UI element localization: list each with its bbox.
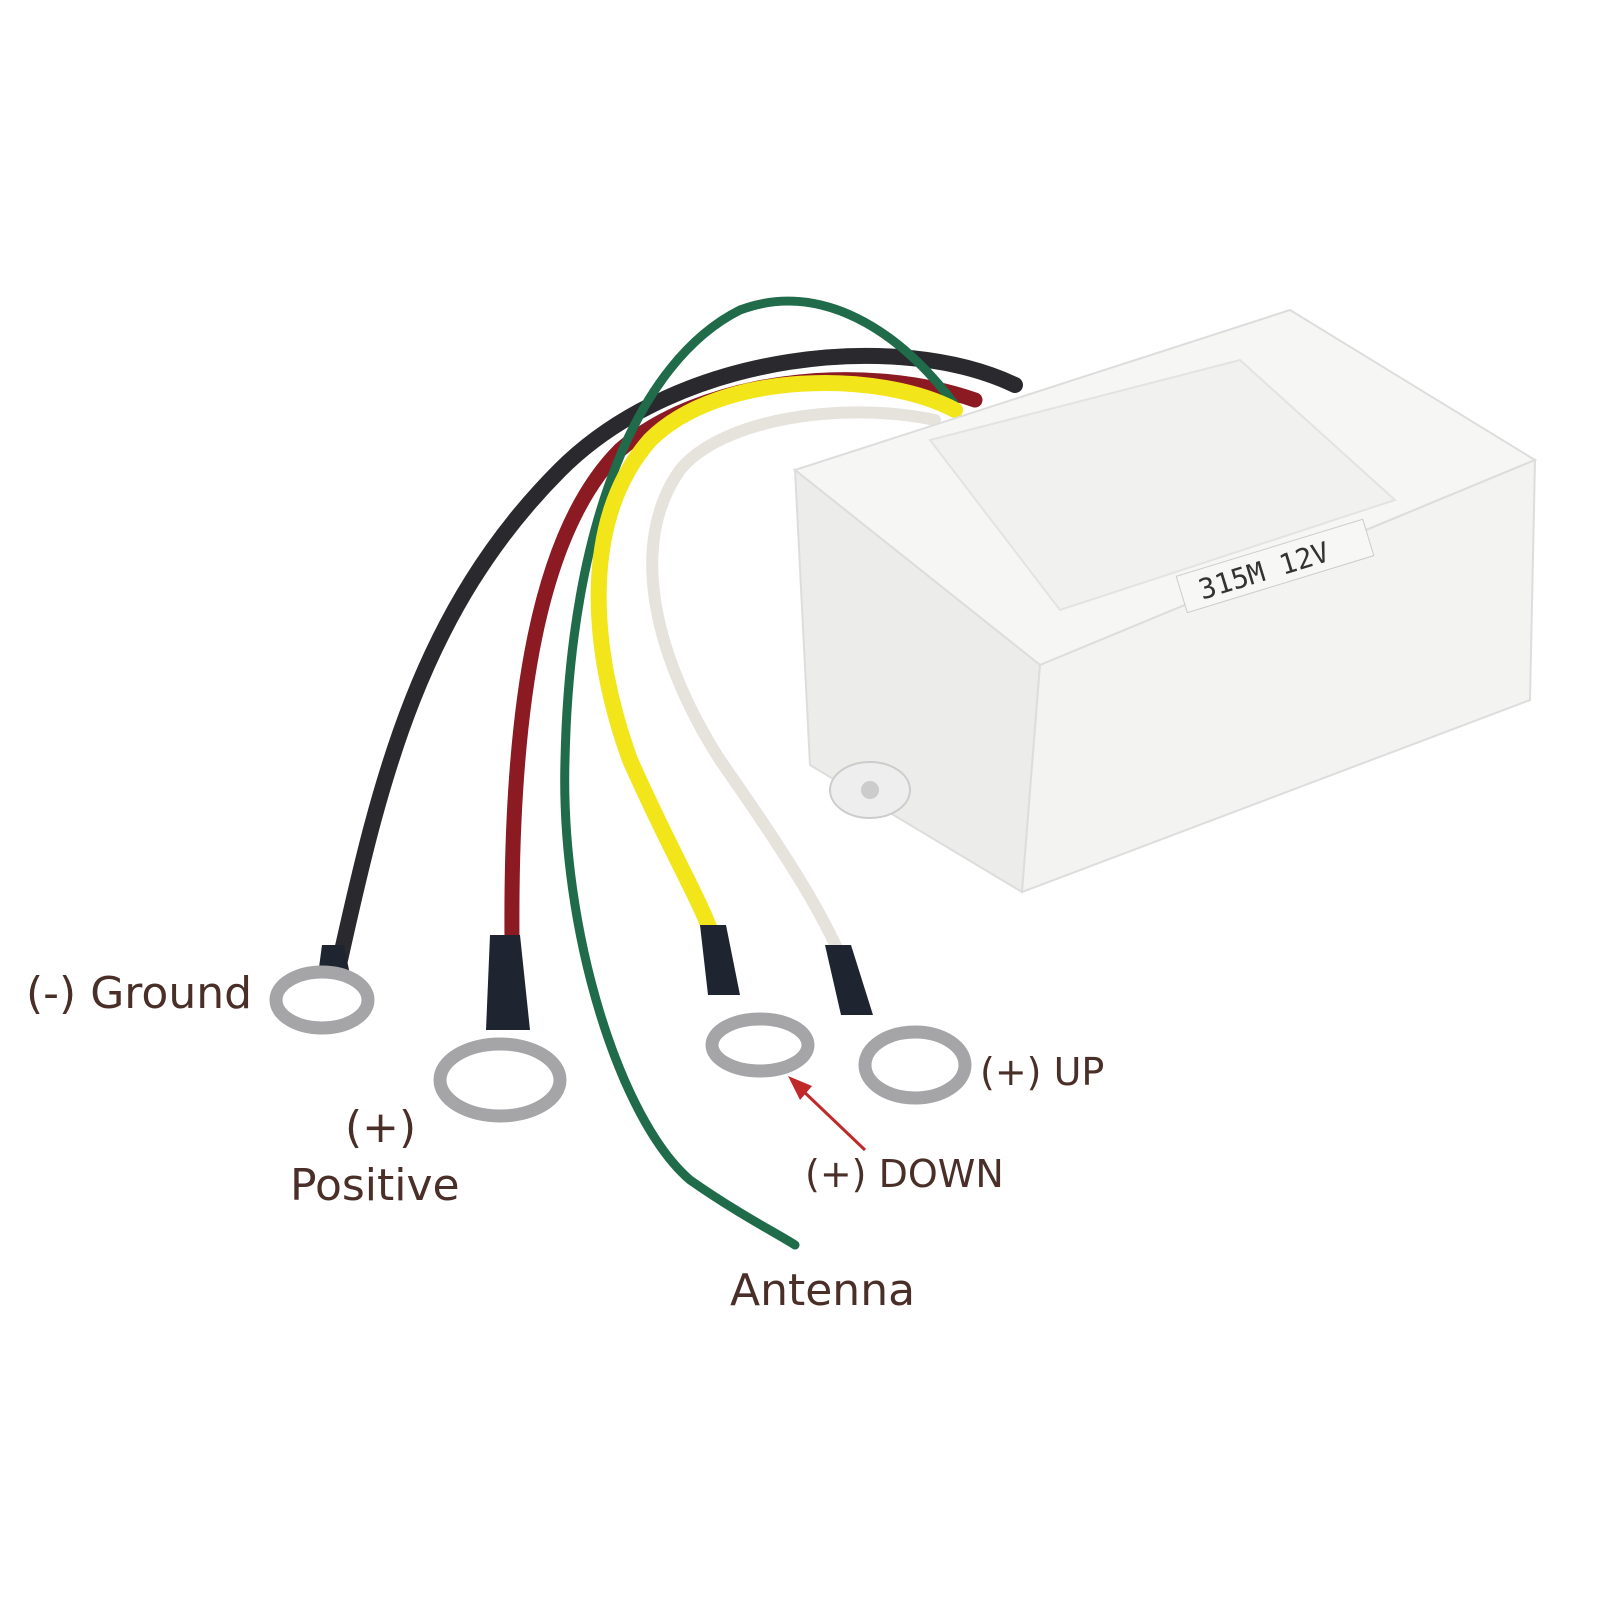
green-wire	[560, 296, 960, 1250]
positive-label: Positive	[290, 1160, 460, 1211]
up-ring-terminal	[858, 1025, 972, 1105]
antenna-label: Antenna	[730, 1265, 916, 1316]
up-label: (+) UP	[980, 1050, 1105, 1094]
positive-sign-label: (+)	[345, 1102, 417, 1153]
yellow-wire	[590, 374, 963, 943]
arrow-icon	[788, 1076, 867, 1152]
white-wire	[646, 406, 941, 961]
ground-label: (-) Ground	[26, 968, 253, 1019]
down-label: (+) DOWN	[805, 1152, 1004, 1196]
black-wire	[332, 347, 1023, 968]
ground-ring-terminal	[269, 965, 375, 1035]
down-ring-terminal	[705, 1012, 815, 1078]
receiver-module: 315M 12V	[792, 308, 1538, 894]
positive-ring-terminal	[433, 1037, 567, 1123]
